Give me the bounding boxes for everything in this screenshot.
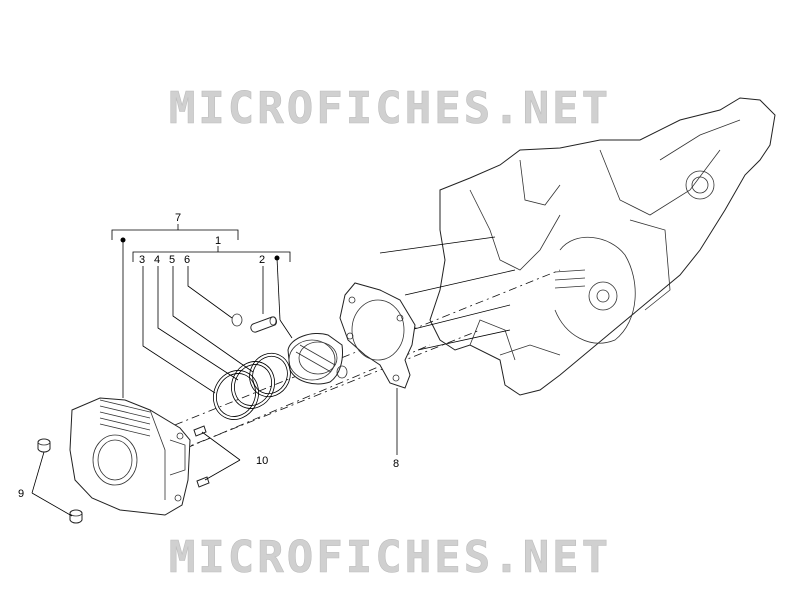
dowel-pins xyxy=(37,438,83,524)
leader-lines xyxy=(31,266,398,517)
crankcase xyxy=(429,97,776,396)
callout-9: 9 xyxy=(18,488,24,500)
callout-3: 3 xyxy=(139,254,145,266)
bracket-1 xyxy=(132,246,293,339)
cylinder-gasket xyxy=(339,282,416,389)
watermark-bottom: MICROFICHES.NET xyxy=(169,532,611,583)
circlip-right xyxy=(336,365,348,379)
callout-10: 10 xyxy=(256,455,268,467)
callout-6: 6 xyxy=(184,254,190,266)
callout-4: 4 xyxy=(154,254,160,266)
callout-5: 5 xyxy=(169,254,175,266)
cylinder-studs xyxy=(379,236,516,351)
piston-rings xyxy=(213,352,291,420)
cylinder xyxy=(69,397,191,516)
callout-8: 8 xyxy=(393,458,399,470)
piston xyxy=(287,333,343,385)
bracket-7 xyxy=(111,224,239,398)
callout-2: 2 xyxy=(259,254,265,266)
callout-1: 1 xyxy=(215,235,221,247)
ring-top xyxy=(249,352,291,398)
callout-7: 7 xyxy=(175,212,181,224)
ring-oil xyxy=(213,370,259,420)
watermark-top: MICROFICHES.NET xyxy=(169,83,611,134)
callouts: 7 1 3 4 5 6 2 8 9 10 xyxy=(18,212,399,500)
ring-second xyxy=(231,361,275,409)
circlip xyxy=(231,313,243,327)
piston-pin xyxy=(250,316,277,333)
